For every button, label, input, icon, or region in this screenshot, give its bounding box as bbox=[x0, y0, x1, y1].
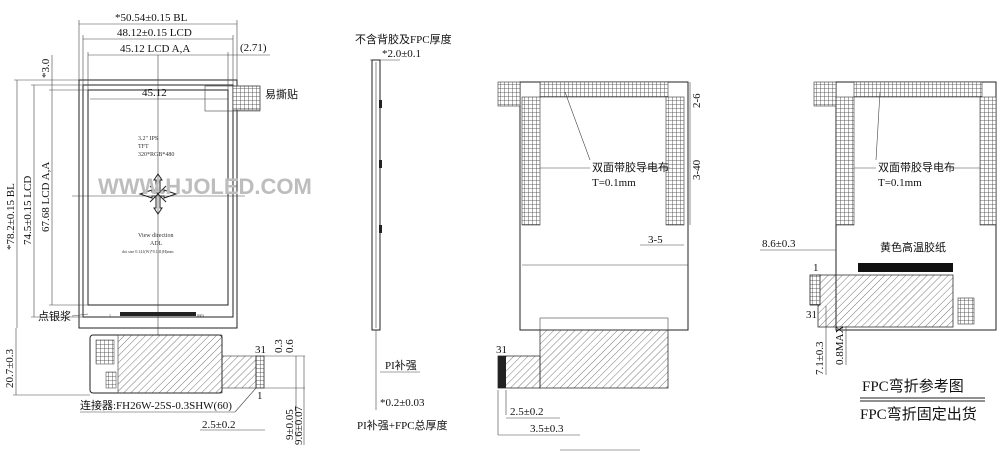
fpc-component-area bbox=[95, 339, 115, 365]
bent-fpc bbox=[817, 274, 954, 328]
dim-0-3: 0.3 bbox=[273, 339, 285, 353]
back-gold-fingers bbox=[498, 356, 506, 388]
dim-lcd-height: 74.5±0.15 LCD bbox=[22, 176, 34, 245]
back-pin-31: 31 bbox=[496, 344, 507, 356]
tape-label: 黄色高温胶纸 bbox=[880, 240, 946, 254]
dot-size: dot size 0.141(W)*0.141(H)mm bbox=[122, 249, 174, 254]
view-direction-arrows-icon bbox=[138, 173, 178, 215]
fpc-tail bbox=[221, 355, 257, 389]
bent-cloth-thickness: T=0.1mm bbox=[878, 177, 922, 189]
conductive-cloth-label: 双面带胶导电布 bbox=[592, 160, 669, 174]
back-fpc bbox=[539, 329, 669, 389]
back-view: 双面带胶导电布 T=0.1mm 2-6 3-40 3-5 31 2.5±0.2 … bbox=[496, 81, 703, 451]
easy-tear-label: 易撕贴 bbox=[265, 87, 298, 101]
dim-aa-height: 67.68 LCD A,A bbox=[40, 162, 52, 232]
dim-8-6: 8.6±0.3 bbox=[762, 238, 796, 250]
bent-pin-1: 1 bbox=[813, 262, 819, 274]
bent-pin-31: 31 bbox=[806, 309, 817, 321]
pi-stiffener-label: PI补强 bbox=[385, 359, 417, 372]
silver-paste-label: 点银浆 bbox=[38, 309, 71, 323]
panel-type: TFT bbox=[138, 144, 149, 150]
view-direction-value: ADL bbox=[150, 241, 163, 247]
dim-fpc-height: 20.7±0.3 bbox=[4, 348, 16, 388]
dim-0-6: 0.6 bbox=[284, 339, 296, 353]
dim-9-6: 9.6±0.07 bbox=[293, 405, 305, 445]
dim-thickness: *2.0±0.1 bbox=[382, 48, 421, 60]
back-dim-3-5: 3.5±0.3 bbox=[530, 423, 564, 435]
bond-pin-last: (60) bbox=[197, 313, 204, 318]
dim-2-5: 2.5±0.2 bbox=[202, 419, 236, 431]
dim-2-6: 2-6 bbox=[691, 93, 703, 108]
pin-31: 31 bbox=[255, 344, 266, 356]
conductive-cloth-top bbox=[539, 81, 669, 98]
side-note-top: 不含背胶及FPC厚度 bbox=[355, 32, 452, 46]
bent-fpc-view: 双面带胶导电布 T=0.1mm 8.6±0.3 黄色高温胶纸 1 31 7.1±… bbox=[760, 81, 997, 423]
bent-title-ship: FPC弯折固定出货 bbox=[860, 406, 977, 423]
fpc-bond-strip bbox=[120, 312, 196, 316]
dim-top: *3.0 bbox=[40, 58, 52, 78]
dim-3-40: 3-40 bbox=[691, 159, 703, 180]
dim-0-8: 0.8MAX bbox=[834, 326, 846, 365]
dim-pi-thickness: *0.2±0.03 bbox=[380, 397, 425, 409]
dim-9: 9±0.05 bbox=[284, 409, 296, 440]
cloth-thickness: T=0.1mm bbox=[592, 177, 636, 189]
dim-bl-width: *50.54±0.15 BL bbox=[115, 12, 188, 24]
bent-conductive-cloth-label: 双面带胶导电布 bbox=[878, 160, 955, 174]
connector-label: 连接器:FH26W-25S-0.3SHW(60) bbox=[80, 399, 232, 412]
conductive-cloth-left bbox=[521, 96, 541, 226]
panel-size: 3.2" IPS bbox=[138, 136, 158, 142]
bent-title-ref: FPC弯折参考图 bbox=[862, 378, 964, 395]
back-dim-2-5: 2.5±0.2 bbox=[510, 406, 544, 418]
watermark: WWW.HJOLED.COM bbox=[98, 174, 312, 199]
dim-lcd-width: 48.12±0.15 LCD bbox=[117, 27, 192, 39]
dim-offset: (2.71) bbox=[240, 42, 267, 54]
easy-tear-tab bbox=[232, 85, 261, 111]
dim-aa-width: 45.12 LCD A,A bbox=[120, 43, 190, 55]
dim-bl-height: *78.2±0.15 BL bbox=[5, 183, 17, 250]
yellow-tape bbox=[858, 263, 953, 272]
front-view: *50.54±0.15 BL 48.12±0.15 LCD 45.12 LCD … bbox=[4, 12, 312, 445]
dim-7-1: 7.1±0.3 bbox=[814, 341, 826, 375]
view-direction-label: View direction bbox=[138, 233, 173, 239]
dim-3-5: 3-5 bbox=[648, 234, 663, 246]
conductive-cloth-right bbox=[665, 96, 685, 226]
side-note-bottom: PI补强+FPC总厚度 bbox=[357, 418, 448, 432]
panel-resolution: 320*RGB*480 bbox=[138, 152, 174, 158]
bond-pin-first: 1 bbox=[109, 313, 111, 318]
dim-inner-width: 45.12 bbox=[142, 87, 167, 99]
side-view: 不含背胶及FPC厚度 *2.0±0.1 PI补强 *0.2±0.03 PI补强+… bbox=[355, 32, 452, 432]
back-frame bbox=[519, 81, 689, 331]
fpc-gold-fingers bbox=[255, 355, 265, 389]
pin-1: 1 bbox=[257, 390, 263, 402]
